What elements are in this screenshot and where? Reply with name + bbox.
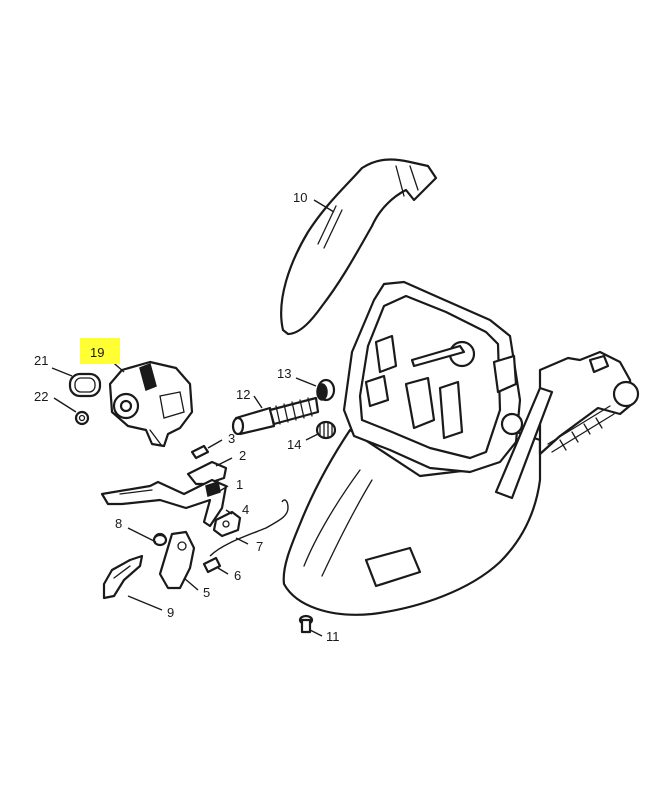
part-5-trigger-interlock[interactable] [158, 530, 196, 590]
part-4-collar[interactable] [212, 510, 242, 538]
label-14[interactable]: 14 [287, 437, 301, 452]
part-3-pin[interactable] [190, 444, 210, 460]
part-6-pin[interactable] [202, 556, 222, 574]
label-5[interactable]: 5 [203, 585, 210, 600]
label-3[interactable]: 3 [228, 431, 235, 446]
label-1[interactable]: 1 [236, 477, 243, 492]
part-7-throttle-wire[interactable] [209, 499, 289, 557]
label-21[interactable]: 21 [34, 353, 48, 368]
part-11-screw[interactable] [298, 614, 314, 634]
part-12-throttle-rod[interactable] [231, 396, 320, 436]
part-19-carburetor[interactable] [108, 360, 194, 448]
part-22-nut[interactable] [74, 410, 90, 426]
label-10[interactable]: 10 [293, 190, 307, 205]
label-6[interactable]: 6 [234, 568, 241, 583]
label-12[interactable]: 12 [236, 387, 250, 402]
label-11[interactable]: 11 [326, 629, 340, 644]
label-19[interactable]: 19 [90, 345, 104, 360]
part-21-gasket[interactable] [68, 372, 102, 398]
part-10-handle-grip[interactable] [280, 158, 438, 336]
part-14-spring[interactable] [315, 420, 337, 440]
label-9[interactable]: 9 [167, 605, 174, 620]
label-13[interactable]: 13 [277, 366, 291, 381]
part-8-spring[interactable] [152, 532, 168, 547]
part-19-highlight [80, 338, 120, 364]
part-9-trigger[interactable] [102, 554, 144, 600]
housing [282, 280, 640, 616]
part-2-lever[interactable] [186, 460, 228, 486]
part-1-throttle-lever[interactable] [100, 478, 228, 528]
label-2[interactable]: 2 [239, 448, 246, 463]
part-labels: 10 19 21 22 12 13 14 3 2 1 4 7 6 8 5 9 1… [34, 190, 340, 644]
label-8[interactable]: 8 [115, 516, 122, 531]
label-7[interactable]: 7 [256, 539, 263, 554]
part-13-grommet[interactable] [316, 378, 336, 402]
label-4[interactable]: 4 [242, 502, 249, 517]
label-22[interactable]: 22 [34, 389, 48, 404]
